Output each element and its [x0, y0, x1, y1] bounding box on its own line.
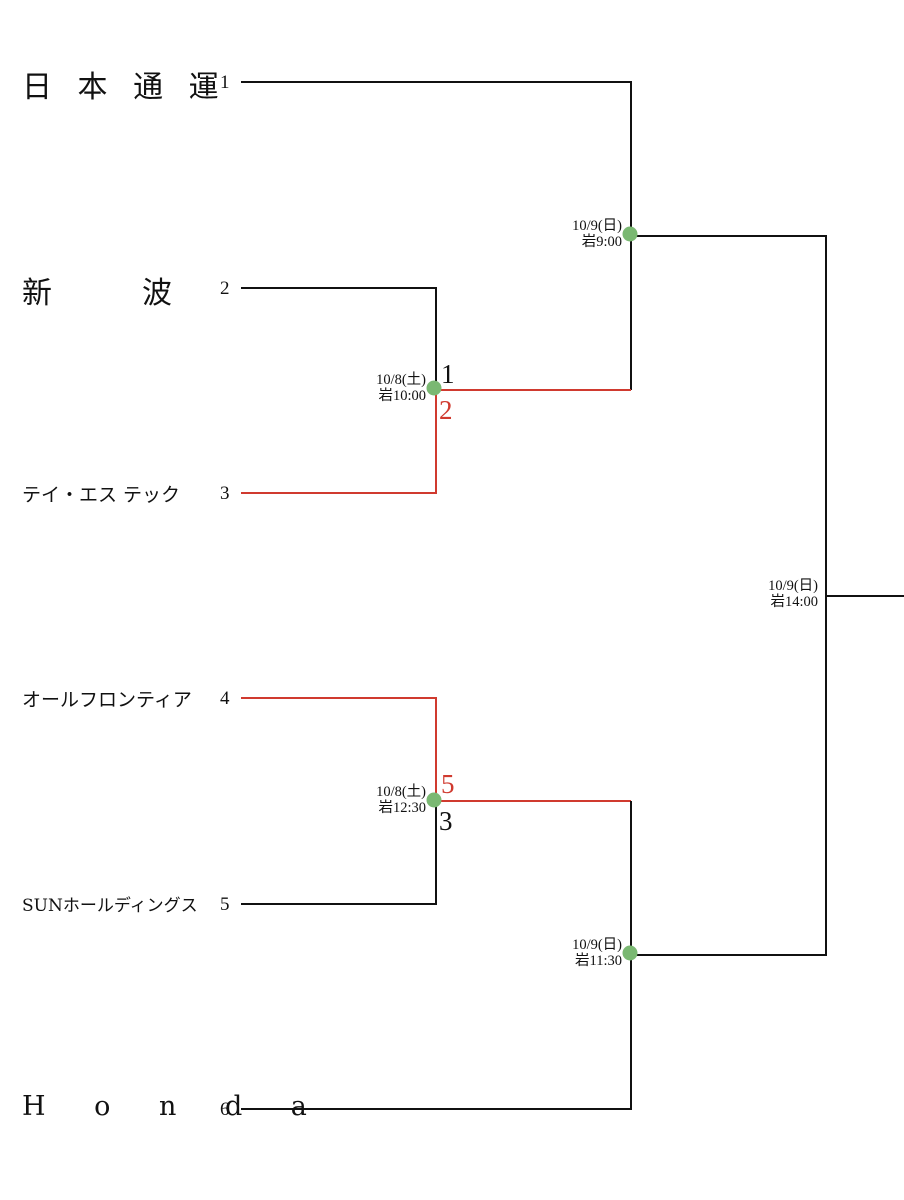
match-date-m4: 10/9(日) — [572, 937, 622, 953]
match-node-m4 — [622, 945, 638, 961]
match-node-m2 — [426, 792, 442, 808]
seed-2: 2 — [220, 278, 230, 299]
match-info-m3: 10/9(日) 岩9:00 — [552, 218, 622, 250]
match-time-m3: 岩9:00 — [581, 234, 622, 250]
team-name-3: テイ・エス テック — [22, 484, 181, 506]
match-info-m5: 10/9(日) 岩14:00 — [748, 578, 818, 610]
match-info-m1: 10/8(土) 岩10:00 — [356, 372, 426, 404]
match-date-m2: 10/8(土) — [376, 784, 426, 800]
match-score-m1-top: 1 — [441, 359, 455, 389]
match-score-m2-bottom: 3 — [439, 806, 453, 836]
bracket-line-team-6 — [241, 955, 632, 1110]
seed-3: 3 — [220, 483, 230, 504]
bracket-line-team-3 — [241, 388, 437, 494]
match-node-m3 — [622, 226, 638, 242]
team-name-1: 日 本 通 運 — [22, 70, 227, 105]
match-time-m2: 岩12:30 — [378, 800, 426, 816]
match-node-m1 — [426, 380, 442, 396]
bracket-line-team-2 — [241, 287, 437, 388]
team-name-4: オールフロンティア — [22, 689, 192, 711]
match-info-m4: 10/9(日) 岩11:30 — [552, 937, 622, 969]
team-name-2: 新 波 — [22, 276, 182, 311]
seed-5: 5 — [220, 894, 230, 915]
match-time-m4: 岩11:30 — [575, 953, 622, 969]
bracket-line-team-5 — [241, 800, 437, 905]
match-time-m5: 岩14:00 — [770, 594, 818, 610]
bracket-line-team-4 — [241, 697, 437, 800]
seed-1: 1 — [220, 72, 230, 93]
match-info-m2: 10/8(土) 岩12:30 — [356, 784, 426, 816]
seed-4: 4 — [220, 688, 230, 709]
match-date-m3: 10/9(日) — [572, 218, 622, 234]
team-name-6: H o n d a — [22, 1091, 327, 1122]
match-date-m1: 10/8(土) — [376, 372, 426, 388]
match-score-m1-bottom: 2 — [439, 395, 453, 425]
match-score-m2-top: 5 — [441, 769, 455, 799]
bracket-line-team-1 — [241, 81, 632, 390]
seed-6: 6 — [220, 1099, 230, 1120]
match-date-m5: 10/9(日) — [768, 578, 818, 594]
bracket-line-m3-winner — [631, 235, 827, 596]
team-name-5: SUNホールディングス — [22, 896, 198, 916]
bracket-line-m4-winner — [631, 596, 827, 956]
match-time-m1: 岩10:00 — [378, 388, 426, 404]
